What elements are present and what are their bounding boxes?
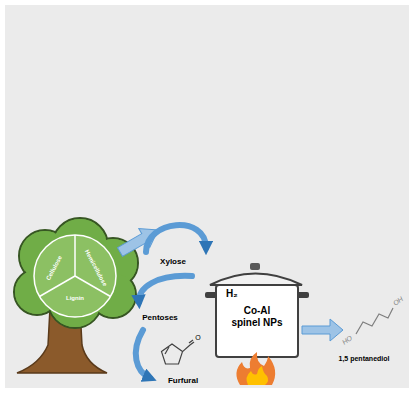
biomass-circle: CelluloseHemicelluloseLignin: [33, 234, 117, 318]
block-arrow: [115, 220, 164, 261]
gas-label: H₂: [226, 288, 238, 299]
pentanediol-structure: [356, 308, 393, 334]
text-label: O: [195, 334, 200, 341]
text-label: Xylose: [160, 258, 186, 266]
sector-label: Lignin: [66, 295, 84, 301]
furfural-structure: [162, 340, 195, 364]
catalyst-label: Co-Al spinel NPs: [229, 305, 285, 328]
fire: [236, 352, 275, 385]
panel: [5, 5, 409, 388]
text-label: 1,5 pentanediol: [339, 355, 390, 362]
tree-crown: [14, 218, 138, 328]
pot: [205, 263, 309, 357]
text-label: Furfural: [168, 377, 198, 385]
reactor-pot: H₂ Co-Al spinel NPs: [218, 287, 296, 355]
block-arrow: [302, 319, 343, 341]
text-label: Pentoses: [142, 314, 178, 322]
cycle-arrows: [136, 225, 206, 378]
